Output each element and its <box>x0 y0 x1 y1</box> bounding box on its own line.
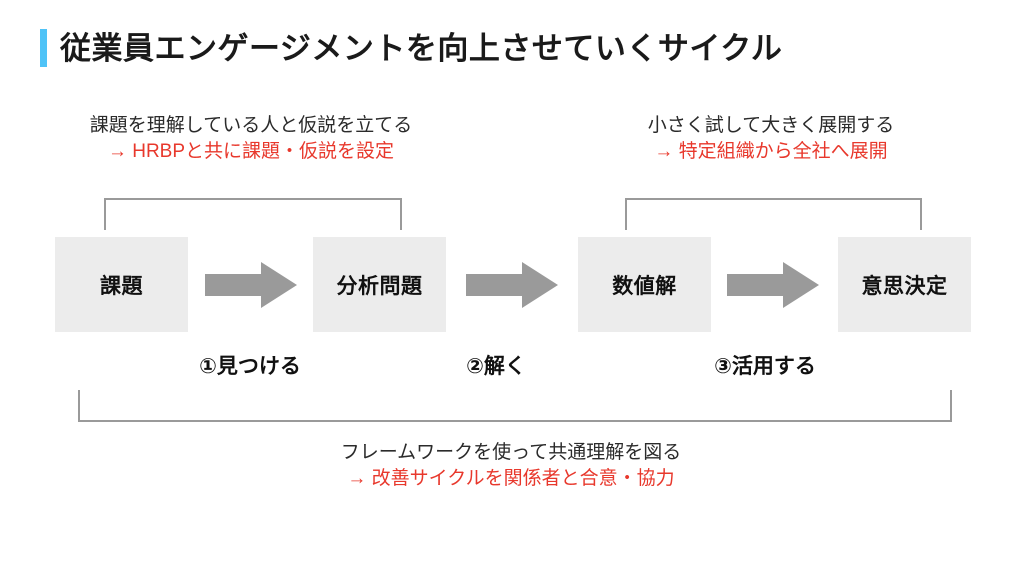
annotation-top-left-line1: 課題を理解している人と仮説を立てる <box>89 115 413 136</box>
annotation-top-left-line2: → HRBPと共に課題・仮説を設定 <box>107 141 395 163</box>
page-title: 従業員エンゲージメントを向上させていくサイクル <box>40 26 782 70</box>
process-box-analysis-problem[interactable]: 分析問題 <box>313 237 446 332</box>
annotation-top-left: 課題を理解している人と仮説を立てる → HRBPと共に課題・仮説を設定 <box>61 113 441 165</box>
annotation-top-right: 小さく試して大きく展開する → 特定組織から全社へ展開 <box>581 113 961 165</box>
step-label-3: ③活用する <box>714 355 816 378</box>
annotation-bottom-line1: フレームワークを使って共通理解を図る <box>340 442 682 463</box>
process-box-label: 意思決定 <box>861 274 948 298</box>
annotation-bottom: フレームワークを使って共通理解を図る → 改善サイクルを関係者と合意・協力 <box>291 440 731 492</box>
bracket-top-right <box>625 198 922 230</box>
process-box-label: 数値解 <box>612 274 677 298</box>
annotation-bottom-line2: → 改善サイクルを関係者と合意・協力 <box>347 468 675 490</box>
annotation-top-right-line2: → 特定組織から全社へ展開 <box>654 141 888 163</box>
process-box-issue[interactable]: 課題 <box>55 237 188 332</box>
title-accent-bar <box>40 29 47 67</box>
right-arrow-icon <box>727 262 819 308</box>
process-box-label: 課題 <box>100 274 143 298</box>
step-label-1: ①見つける <box>199 355 301 378</box>
step-label-2: ②解く <box>466 355 526 378</box>
bracket-top-left <box>104 198 402 230</box>
process-box-label: 分析問題 <box>336 274 423 298</box>
right-arrow-icon <box>466 262 558 308</box>
process-box-decision[interactable]: 意思決定 <box>838 237 971 332</box>
process-box-numeric-solution[interactable]: 数値解 <box>578 237 711 332</box>
right-arrow-icon <box>205 262 297 308</box>
annotation-top-right-line1: 小さく試して大きく展開する <box>647 115 895 136</box>
bracket-bottom <box>78 390 952 422</box>
title-text: 従業員エンゲージメントを向上させていくサイクル <box>60 30 783 66</box>
